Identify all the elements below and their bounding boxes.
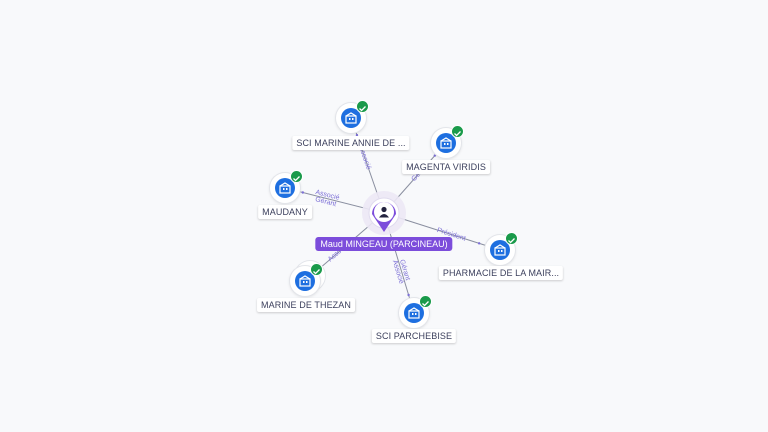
- edge-arrow: [433, 154, 437, 157]
- edge-arrow: [407, 293, 410, 297]
- company-label: MARINE DE THEZAN: [257, 298, 355, 312]
- building-icon: [345, 112, 357, 124]
- building-icon: [494, 244, 506, 256]
- company-label: PHARMACIE DE LA MAIR...: [438, 266, 564, 280]
- check-icon: [508, 238, 515, 244]
- check-icon: [313, 269, 320, 275]
- building-icon: [440, 137, 452, 149]
- person-icon: [379, 206, 389, 218]
- check-icon: [422, 301, 429, 307]
- center-node[interactable]: [362, 191, 406, 235]
- edge-arrow: [355, 133, 359, 137]
- building-icon: [408, 307, 420, 319]
- edge-arrow: [477, 242, 481, 245]
- center-node-label[interactable]: Maud MINGEAU (PARCINEAU): [315, 237, 453, 251]
- check-icon: [293, 176, 300, 182]
- company-label: SCI PARCHEBISE: [371, 329, 457, 343]
- company-label: MAGENTA VIRIDIS: [402, 160, 490, 174]
- building-icon: [279, 182, 291, 194]
- company-label: MAUDANY: [258, 205, 312, 219]
- building-icon: [299, 275, 311, 287]
- check-icon: [454, 131, 461, 137]
- company-label: SCI MARINE ANNIE DE ...: [292, 136, 410, 150]
- check-icon: [359, 106, 366, 112]
- edge-arrow: [301, 191, 305, 194]
